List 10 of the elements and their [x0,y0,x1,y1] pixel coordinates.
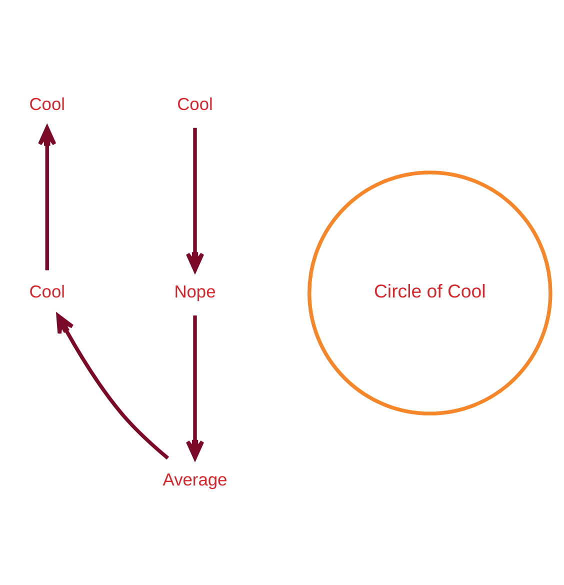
node-text: Cool [29,281,65,302]
arrow [38,125,56,270]
arrow [186,127,204,272]
arrow [186,314,204,460]
node-text: Cool [29,93,65,114]
arrow [56,313,170,460]
node-text: Cool [177,93,213,114]
node-text: Average [162,468,228,489]
node-text: Nope [174,281,216,302]
node-circle: Circle of Cool [307,170,552,415]
